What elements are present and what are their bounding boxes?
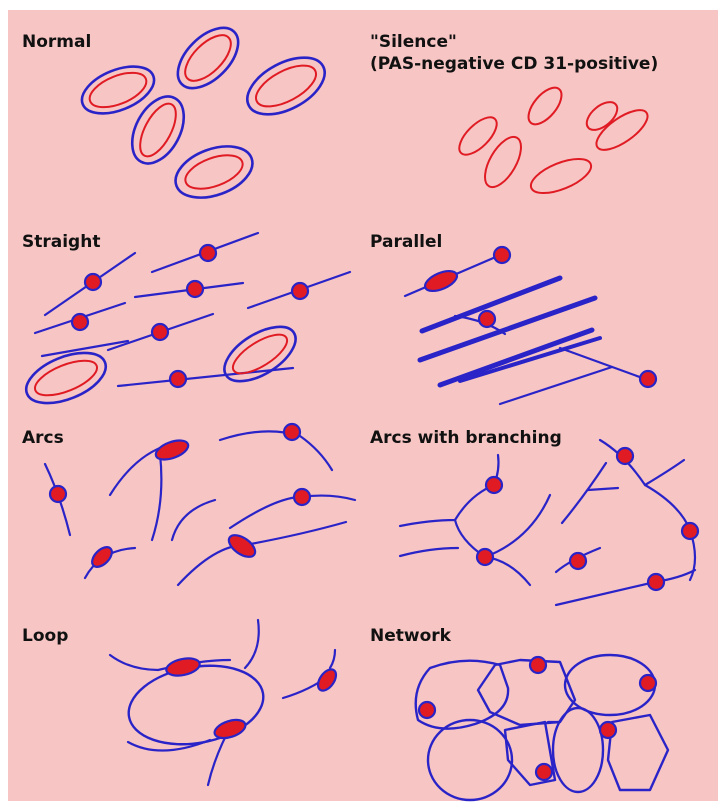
parallel-vessels xyxy=(405,247,656,404)
silence-cells xyxy=(453,82,653,200)
straight-vessels xyxy=(19,233,350,413)
arcs-vessels xyxy=(45,424,355,585)
loop-vessels xyxy=(110,620,340,785)
arcs-branching-vessels xyxy=(400,440,698,605)
network-vessels xyxy=(416,655,668,800)
normal-vessels xyxy=(75,17,334,207)
